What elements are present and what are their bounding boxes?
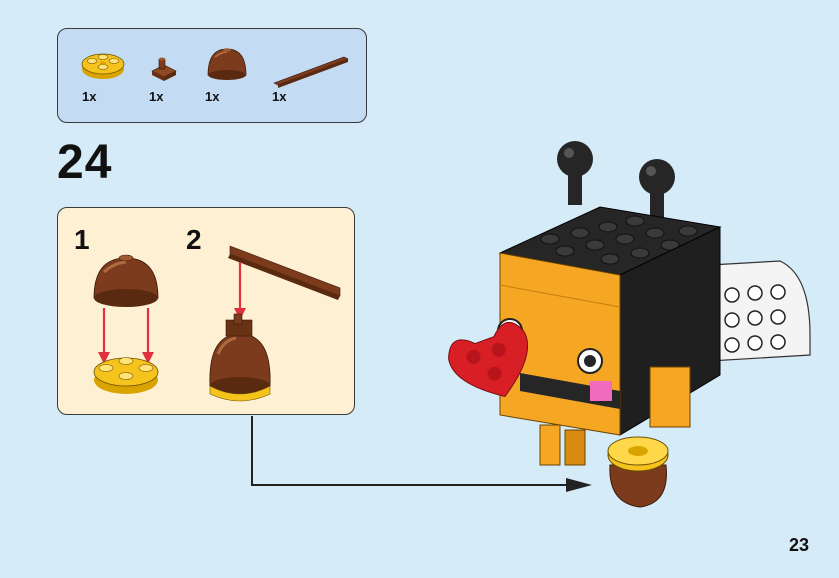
page-number: 23 bbox=[789, 535, 809, 556]
bee-model-illustration bbox=[430, 135, 820, 515]
